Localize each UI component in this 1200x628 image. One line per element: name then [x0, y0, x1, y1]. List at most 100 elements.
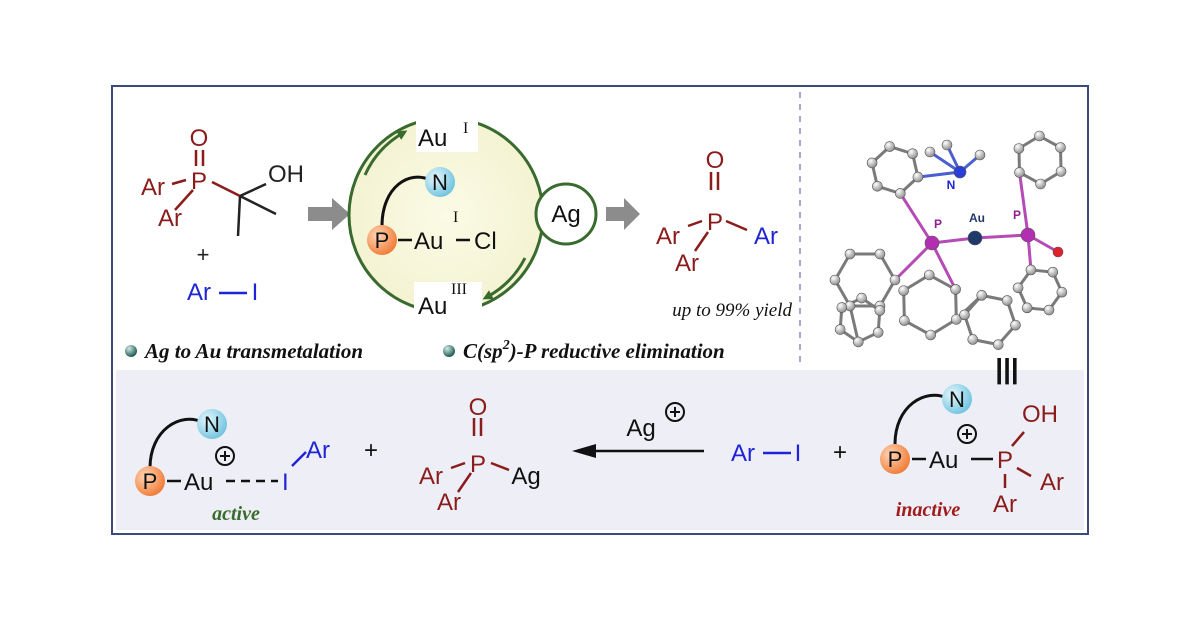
inactive-amine-label: N [949, 387, 965, 412]
crystal-atom-c [853, 336, 864, 348]
active-species: P N Au I Ar active [135, 409, 330, 525]
crystal-bond [893, 241, 934, 282]
agp-aryl-1: Ar [419, 463, 443, 490]
crystal-atom-c [889, 274, 901, 286]
crystal-atom-c [959, 309, 970, 321]
crystal-structure: N P Au P [829, 130, 1068, 350]
crystal-atom-c [951, 314, 962, 325]
crystal-atom-c [950, 284, 961, 295]
crystal-atom-c [1034, 130, 1045, 142]
crystal-atom-c [907, 148, 918, 159]
crystal-atom-c [874, 248, 886, 260]
cycle-arrow-up [363, 130, 408, 176]
bottom-aryl-iodide: Ar I [731, 440, 801, 467]
inactive-aryl-1: Ar [1040, 469, 1064, 496]
agp-silver: Ag [511, 463, 540, 490]
silver-circle [534, 182, 598, 246]
crystal-bond [848, 304, 860, 344]
yield-note: up to 99% yield [672, 300, 792, 321]
crystal-atom-c [992, 339, 1004, 350]
crystal-atom-c [941, 139, 953, 151]
crystal-atom-c [924, 146, 936, 158]
bottom-plus-2: + [833, 439, 847, 466]
crystal-label-p2: P [1013, 208, 1021, 222]
inactive-gold: Au [929, 447, 958, 474]
aryl-iodide-ar: Ar [187, 279, 211, 306]
cycle-au-center: Au [414, 228, 443, 255]
substrate-aryl-2: Ar [158, 205, 182, 232]
amine-label: N [432, 170, 448, 195]
agp-oxygen: O [469, 394, 488, 421]
product-aryl-left: Ar [656, 223, 680, 250]
bottom-plus-1: + [364, 437, 378, 464]
inactive-amine-ball [942, 384, 972, 414]
inactive-species: P N Au P OH Ar Ar inactive [880, 384, 1064, 521]
crystal-label-n: N [947, 178, 956, 192]
crystal-atom-c [1010, 319, 1021, 331]
active-iodine: I [282, 469, 289, 496]
cycle-chloride: Cl [474, 228, 497, 255]
crystal-atom-p [924, 235, 940, 251]
crystal-atom-c [1043, 304, 1055, 316]
crystal-atom-c [976, 290, 988, 301]
crystal-bond [1018, 170, 1030, 237]
phosphine-label: P [375, 228, 390, 253]
crystal-atom-c [874, 305, 886, 316]
cycle-arrow-down [482, 257, 527, 300]
cycle-au-top-ox: I [463, 120, 468, 137]
crystal-atom-c [872, 181, 883, 192]
crystal-atom-c [1001, 295, 1013, 306]
crystal-atom-c [1047, 266, 1059, 278]
cycle-au-top: Au [418, 125, 447, 152]
highlight-reductive-elimination: C(sp2)-P reductive elimination [463, 338, 725, 363]
inactive-phosphine-ball [880, 444, 910, 474]
inactive-label: inactive [896, 499, 961, 521]
crystal-atom-c [1013, 143, 1025, 154]
amine-ball [425, 167, 455, 197]
product-phosphorus: P [707, 209, 723, 236]
active-phosphine-label: P [143, 469, 158, 494]
crystal-atom-c [829, 274, 841, 286]
crystal-label-p1: P [934, 217, 942, 231]
crystal-atom-c [844, 248, 856, 260]
inactive-aryl-2: Ar [993, 491, 1017, 518]
crystal-atom-c [1056, 286, 1068, 298]
crystal-bond [898, 191, 934, 245]
agp-aryl-2: Ar [437, 489, 461, 516]
product-aryl-right: Ar [754, 223, 778, 250]
inactive-phosphine-label: P [888, 447, 903, 472]
active-phosphine-ball [135, 466, 165, 496]
highlight-transmetalation: Ag to Au transmetalation [143, 339, 363, 363]
substrate-plus: + [197, 242, 210, 267]
crystal-atom-c [884, 141, 895, 152]
product-phosphine-oxide: O P Ar Ar Ar [656, 147, 778, 277]
substrate-oxygen: O [190, 125, 209, 152]
crystal-atom-c [923, 269, 935, 281]
cycle-au-bottom: Au [418, 293, 447, 320]
bottom-ari-ar: Ar [731, 440, 755, 467]
crystal-atom-c [834, 324, 846, 335]
crystal-atom-c [974, 149, 986, 161]
inactive-hydroxyl: OH [1022, 401, 1058, 428]
aryl-iodide: Ar I [187, 279, 258, 306]
bullet-1 [125, 345, 137, 357]
cycle-au-bottom-ox: III [451, 281, 467, 298]
crystal-atom-c [1035, 178, 1046, 190]
substrate-phosphorus: P [191, 168, 207, 195]
active-amine-label: N [204, 412, 220, 437]
arrow-reagent-silver: Ag [626, 415, 655, 442]
crystal-atom-c [1025, 264, 1037, 276]
equivalence-mark: ||| [995, 353, 1019, 384]
crystal-bond [930, 241, 958, 291]
crystal-atom-c [856, 292, 867, 304]
crystal-atom-c [1021, 302, 1033, 314]
active-gold: Au [184, 469, 213, 496]
catalytic-cycle: Au I Au III P N Au I Cl [347, 112, 545, 322]
crystal-atom-c [872, 327, 884, 338]
product-oxygen: O [706, 147, 725, 174]
crystal-atom-c [836, 302, 848, 313]
crystal-bond [973, 233, 1030, 240]
silver-label: Ag [551, 201, 580, 228]
product-aryl-bottom: Ar [675, 250, 699, 277]
crystal-atom-o [1052, 246, 1064, 258]
